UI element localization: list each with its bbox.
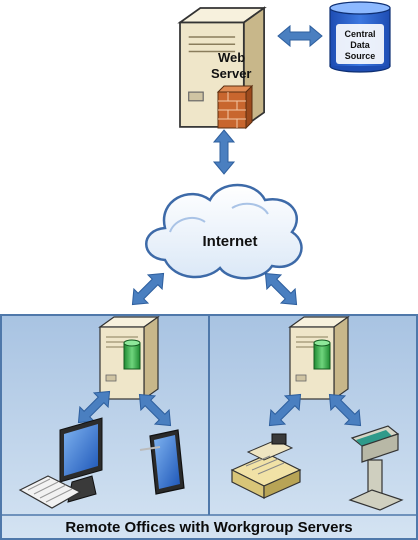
left-workgroup-server-icon xyxy=(99,316,159,400)
remote-offices-panel xyxy=(0,314,418,540)
firewall-icon xyxy=(216,84,254,130)
kiosk-icon xyxy=(348,425,404,511)
tablet-icon xyxy=(139,429,185,495)
web-server-label-line2: Server xyxy=(211,66,251,81)
database-icon xyxy=(329,1,391,73)
arrow-server-datasource xyxy=(277,25,323,47)
arrow-server-internet xyxy=(213,129,235,175)
data-source-label-line1: Central xyxy=(344,29,375,39)
internet-label: Internet xyxy=(202,233,257,250)
remote-offices-caption: Remote Offices with Workgroup Servers xyxy=(65,519,353,536)
arrow-internet-left-office xyxy=(124,265,172,313)
keyboard-icon xyxy=(18,475,82,509)
data-source-label-line3: Source xyxy=(345,51,376,61)
internet-cloud-icon xyxy=(145,183,303,280)
right-workgroup-server-icon xyxy=(289,316,349,400)
arrow-internet-right-office xyxy=(257,265,305,313)
web-server-label-line1: Web xyxy=(218,50,245,65)
data-source-label-line2: Data xyxy=(350,40,371,50)
cash-register-icon xyxy=(230,433,302,499)
desktop-monitor-icon xyxy=(59,417,103,503)
